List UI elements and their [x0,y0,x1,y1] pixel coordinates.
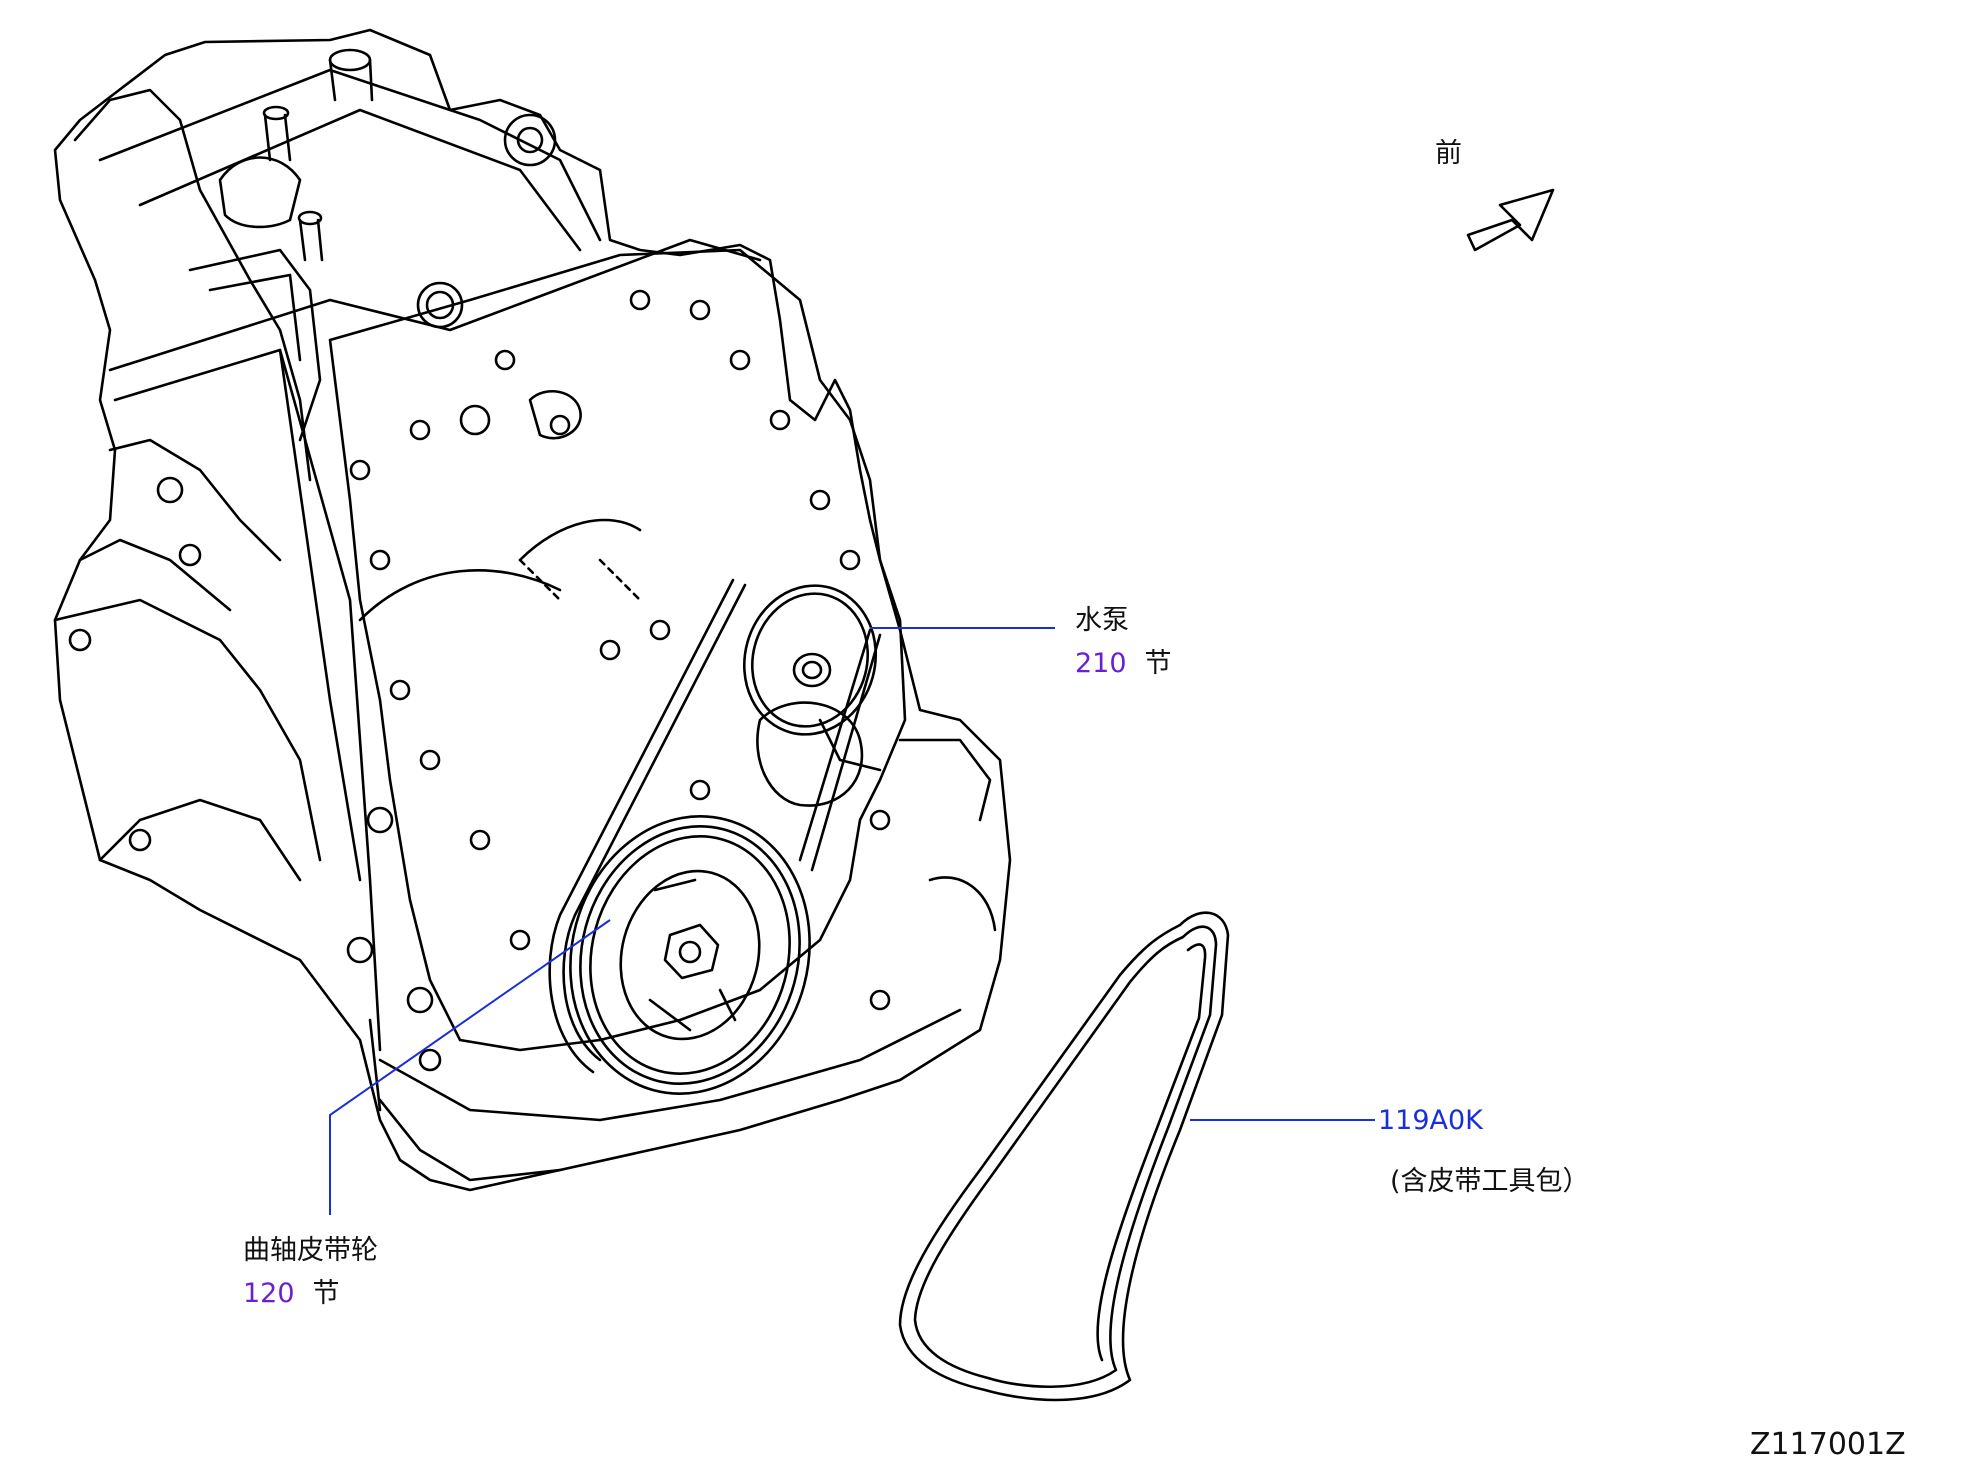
leader-crank-pulley [329,919,611,1215]
crank-pulley-section-ref[interactable]: 120 节 [243,1280,340,1307]
water-pump-section-ref[interactable]: 210 节 [1075,650,1172,677]
engine-block [53,28,1012,1192]
water-pump-label: 水泵 [1075,605,1129,636]
water-pump-section-suffix: 节 [1144,648,1172,679]
installed-drive-belt [548,578,882,1074]
water-pump-pulley [742,584,878,736]
belt-part-number[interactable]: 119A0K [1378,1105,1483,1136]
figure-code: Z117001Z [1750,1427,1906,1462]
leader-lines [329,627,1375,1215]
front-direction-label: 前 [1435,138,1462,169]
crank-pulley-section-number[interactable]: 120 [243,1278,295,1309]
water-pump-section-number[interactable]: 210 [1075,648,1127,679]
belt-note: (含皮带工具包） [1390,1166,1590,1197]
loose-drive-belt [898,911,1230,1402]
front-direction-arrow-icon [1466,188,1555,252]
crank-pulley-section-suffix: 节 [312,1278,340,1309]
crank-pulley-label: 曲轴皮带轮 [243,1235,378,1266]
crankshaft-pulley [569,815,811,1095]
